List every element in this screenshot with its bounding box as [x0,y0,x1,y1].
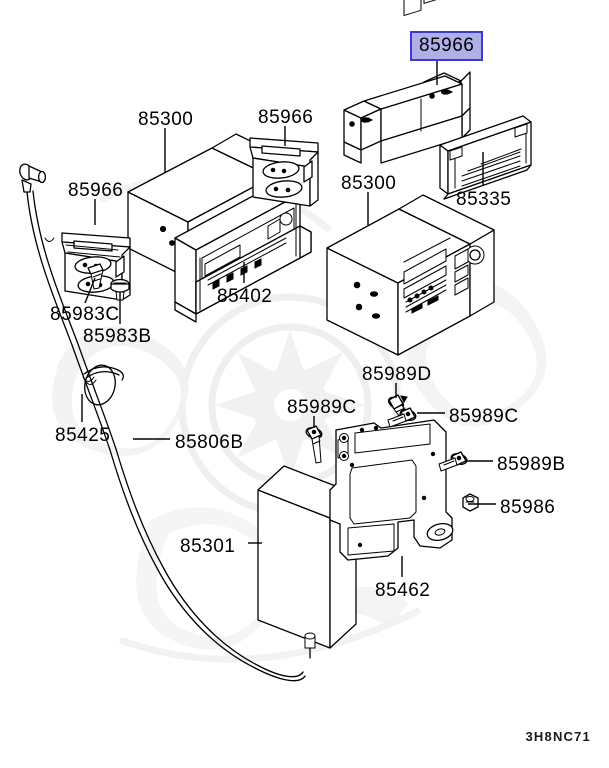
part-85983C-screw [87,263,104,290]
label-85966-leftlow: 85966 [68,180,124,201]
label-85335: 85335 [456,189,512,210]
part-85989B-bolt [438,451,468,472]
antenna-plug [19,163,47,193]
part-85989C-bolt-right [387,407,417,428]
label-85989C-right: 85989C [449,406,519,427]
label-85989B: 85989B [497,454,566,475]
part-85335-trim-bezel [439,115,532,200]
part-85989C-bolt-left [305,425,323,464]
label-85806B: 85806B [175,432,244,453]
label-85462: 85462 [375,580,431,601]
label-85983B: 85983B [83,326,152,347]
label-85986: 85986 [500,497,556,518]
label-85966-mid: 85966 [258,107,314,128]
part-85806B-antenna-feeder [26,190,306,682]
part-85986-nut [462,493,479,512]
label-85425: 85425 [55,425,111,446]
label-85989D: 85989D [362,364,432,385]
leader-85983C [84,277,96,304]
label-85300-right: 85300 [341,173,397,194]
leader-lines [81,58,496,577]
part-85300-radio-right [326,208,471,356]
part-85402-installation-kit [174,181,312,323]
label-85402: 85402 [217,286,273,307]
label-85989C-left: 85989C [287,397,357,418]
part-85966-bracket-right [249,137,319,207]
part-85300-radio-right-face [398,194,495,317]
diagram-code: 3H8NC71 [525,729,591,744]
part-85462-bracket [329,419,454,561]
part-85983B-screw [110,278,130,301]
label-85966-top[interactable]: 85966 [410,31,484,61]
label-85300-left: 85300 [138,109,194,130]
label-85983C: 85983C [50,304,120,325]
part-85966-top-bracket [343,0,471,164]
part-85425-cable-clamp [83,364,124,406]
label-85301: 85301 [180,536,236,557]
